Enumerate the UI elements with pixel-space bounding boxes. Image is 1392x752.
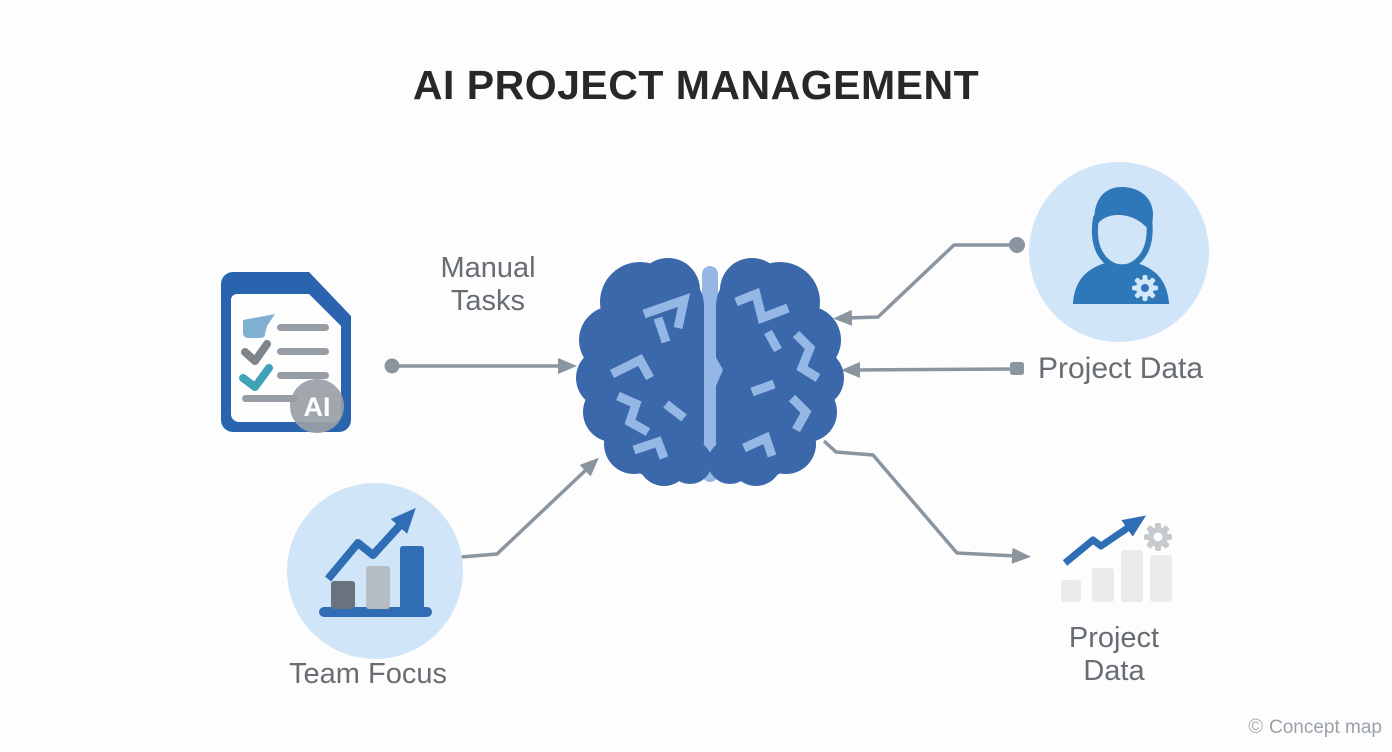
growth-bar-chart-icon <box>319 507 432 617</box>
copyright-icon: © <box>1248 716 1263 738</box>
project-data-bottom-label: Project Data <box>1068 622 1160 687</box>
arrow-brain-to-analytics <box>822 439 1031 564</box>
team-member-node <box>1029 162 1209 342</box>
watermark: © Concept map <box>1248 716 1382 739</box>
svg-text:AI: AI <box>304 392 331 422</box>
person-torso <box>1073 262 1169 304</box>
manual-tasks-label: Manual Tasks <box>440 252 536 317</box>
team-focus-node <box>287 483 463 659</box>
chest-gear-icon <box>1132 275 1158 301</box>
watermark-label: Concept map <box>1268 716 1382 738</box>
gear-icon <box>1144 523 1172 551</box>
arrow-manual-tasks-to-brain <box>384 358 577 374</box>
arrow-project-data-to-brain <box>841 361 1024 378</box>
arrow-team-focus-to-brain <box>460 457 599 559</box>
teal-check-icon <box>239 364 273 391</box>
brain-icon <box>576 258 844 486</box>
analytics-chart-gear-icon <box>1061 515 1172 602</box>
brain-right-hemisphere <box>708 258 844 486</box>
person-gear-icon <box>1073 186 1169 304</box>
project-data-right-label: Project Data <box>1038 352 1204 385</box>
partial-check-flag <box>243 314 275 338</box>
page-title: AI PROJECT MANAGEMENT <box>412 62 980 108</box>
ai-badge: AI <box>290 379 344 433</box>
arrow-team-member-to-brain <box>833 237 1025 326</box>
person-hair <box>1094 186 1153 231</box>
gray-check-icon <box>241 340 271 365</box>
team-focus-label: Team Focus <box>289 658 447 690</box>
checklist-document-icon: AI <box>221 272 351 433</box>
person-face <box>1091 215 1153 271</box>
brain-circuit-lines <box>609 287 821 460</box>
